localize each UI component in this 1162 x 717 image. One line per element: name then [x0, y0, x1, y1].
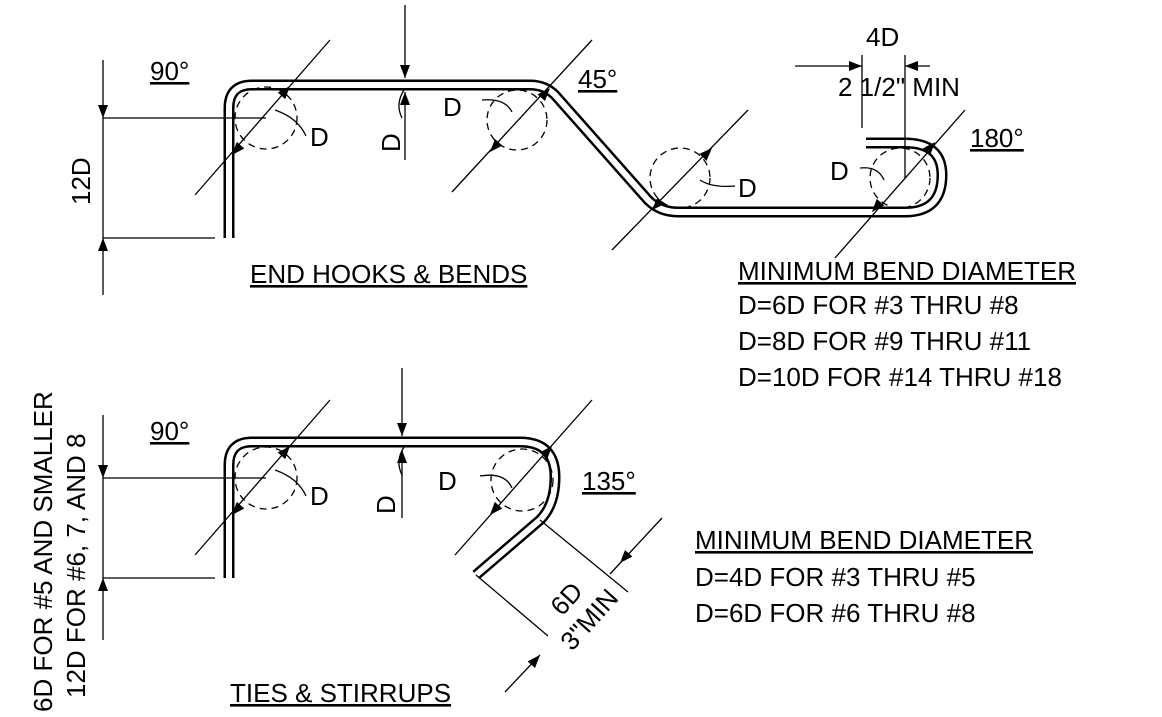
ties-thickness-dim	[397, 368, 407, 518]
end-hooks-notes: MINIMUM BEND DIAMETER D=6D FOR #3 THRU #…	[738, 256, 1076, 392]
end-hooks-title: END HOOKS & BENDS	[250, 259, 527, 289]
ties-angle-135: 135°	[582, 466, 636, 496]
end-hooks-d-thickness: D	[376, 133, 406, 152]
ties-12d-dim	[98, 415, 266, 640]
end-hooks-bend-circles	[234, 86, 931, 209]
ties-d-thickness: D	[371, 495, 401, 514]
ties-note-line: D=4D FOR #3 THRU #5	[695, 562, 976, 592]
end-hooks-notes-title: MINIMUM BEND DIAMETER	[738, 256, 1076, 286]
end-hooks-thickness-dim	[400, 5, 410, 160]
ties-angle-90: 90°	[150, 416, 189, 446]
end-hooks-12d-dim	[98, 60, 266, 295]
ties-bar	[223, 436, 561, 580]
end-hooks-dim-12d: 12D	[66, 157, 96, 205]
end-hooks-d-45: D	[443, 92, 462, 122]
end-hooks-dim-min: 2 1/2" MIN	[838, 72, 960, 102]
end-hooks-labels: 90° 45° 180° 4D 2 1/2" MIN D D D D D 12D…	[66, 22, 1024, 289]
end-hooks-angle-90: 90°	[150, 56, 189, 86]
ties-title: TIES & STIRRUPS	[230, 678, 451, 708]
ties-notes: MINIMUM BEND DIAMETER D=4D FOR #3 THRU #…	[695, 525, 1033, 628]
end-hooks-note-line: D=8D FOR #9 THRU #11	[738, 326, 1031, 356]
end-hooks-note-line: D=6D FOR #3 THRU #8	[738, 290, 1019, 320]
ties-notes-title: MINIMUM BEND DIAMETER	[695, 525, 1033, 555]
end-hooks-dim-4d: 4D	[866, 22, 899, 52]
end-hooks-4d-dim	[795, 55, 930, 178]
ties-note-line: D=6D FOR #6 THRU #8	[695, 598, 976, 628]
ties-side-note-1: 6D FOR #5 AND SMALLER	[28, 391, 58, 712]
ties-d-90: D	[310, 481, 329, 511]
end-hooks-d-90: D	[310, 122, 329, 152]
end-hooks-d-low: D	[738, 173, 757, 203]
end-hooks-d-leaders	[274, 89, 885, 188]
end-hooks-angle-45: 45°	[578, 64, 617, 94]
end-hooks-bar	[223, 79, 948, 238]
ties-6d-dim	[475, 517, 663, 693]
ties-side-note-2: 12D FOR #6, 7, AND 8	[61, 434, 91, 698]
end-hooks-angle-180: 180°	[970, 123, 1024, 153]
ties-d-135: D	[438, 466, 457, 496]
end-hooks-note-line: D=10D FOR #14 THRU #18	[738, 362, 1062, 392]
end-hooks-d-180: D	[830, 156, 849, 186]
